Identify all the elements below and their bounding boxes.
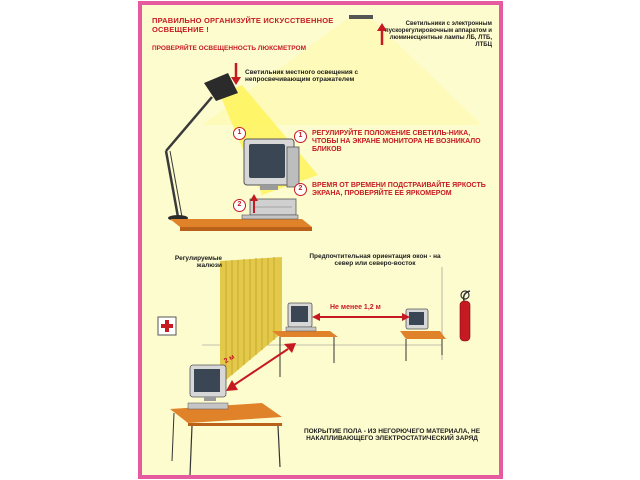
monitor-icon — [241, 138, 300, 220]
first-aid-sign-icon — [157, 316, 177, 336]
ceiling-light-cone — [202, 19, 482, 125]
right-workstation — [400, 308, 446, 361]
tip2-number-badge-secondary: 2 — [294, 183, 307, 196]
tip1-number-badge: 1 — [233, 127, 246, 140]
safety-poster: ПРАВИЛЬНО ОРГАНИЗУЙТЕ ИСКУССТВЕННОЕ ОСВЕ… — [138, 1, 503, 479]
tip2-arrow-icon — [250, 194, 258, 213]
window-blinds — [220, 257, 282, 385]
lamp-caption: Светильник местного освещения с непросве… — [245, 69, 359, 84]
poster-subtitle: ПРОВЕРЯЙТЕ ОСВЕЩЕННОСТЬ ЛЮКСМЕТРОМ — [152, 45, 306, 52]
middle-workstation — [272, 302, 338, 377]
ceiling-arrow-icon — [377, 23, 387, 45]
distance2-arrow — [226, 343, 296, 391]
tip2-text: ВРЕМЯ ОТ ВРЕМЕНИ ПОДСТРАИВАЙТЕ ЯРКОСТЬ Э… — [312, 182, 486, 198]
poster-illustration — [157, 15, 482, 475]
tip1-number-badge-secondary: 1 — [294, 130, 307, 143]
ceiling-light-caption: Светильники с электронным пускорегулиров… — [385, 21, 492, 48]
upper-desk — [170, 219, 312, 231]
tip1-text: РЕГУЛИРУЙТЕ ПОЛОЖЕНИЕ СВЕТИЛЬ-НИКА, ЧТОБ… — [312, 130, 481, 154]
front-workstation — [170, 364, 282, 475]
fire-extinguisher-icon — [459, 290, 471, 342]
orientation-caption: Предпочтительная ориентация окон - на се… — [309, 253, 441, 268]
distance-arrow — [312, 313, 410, 321]
ceiling-light-icon — [349, 15, 373, 19]
lamp-arrow-icon — [231, 63, 241, 85]
floor-caption: ПОКРЫТИЕ ПОЛА - ИЗ НЕГОРЮЧЕГО МАТЕРИАЛА,… — [303, 428, 481, 443]
distance-label: Не менее 1,2 м — [330, 304, 381, 311]
tip2-number-badge: 2 — [233, 199, 246, 212]
desk-lamp-icon — [164, 73, 238, 221]
poster-title: ПРАВИЛЬНО ОРГАНИЗУЙТЕ ИСКУССТВЕННОЕ ОСВЕ… — [152, 16, 334, 34]
blinds-caption: Регулируемые жалюзи — [174, 255, 222, 270]
